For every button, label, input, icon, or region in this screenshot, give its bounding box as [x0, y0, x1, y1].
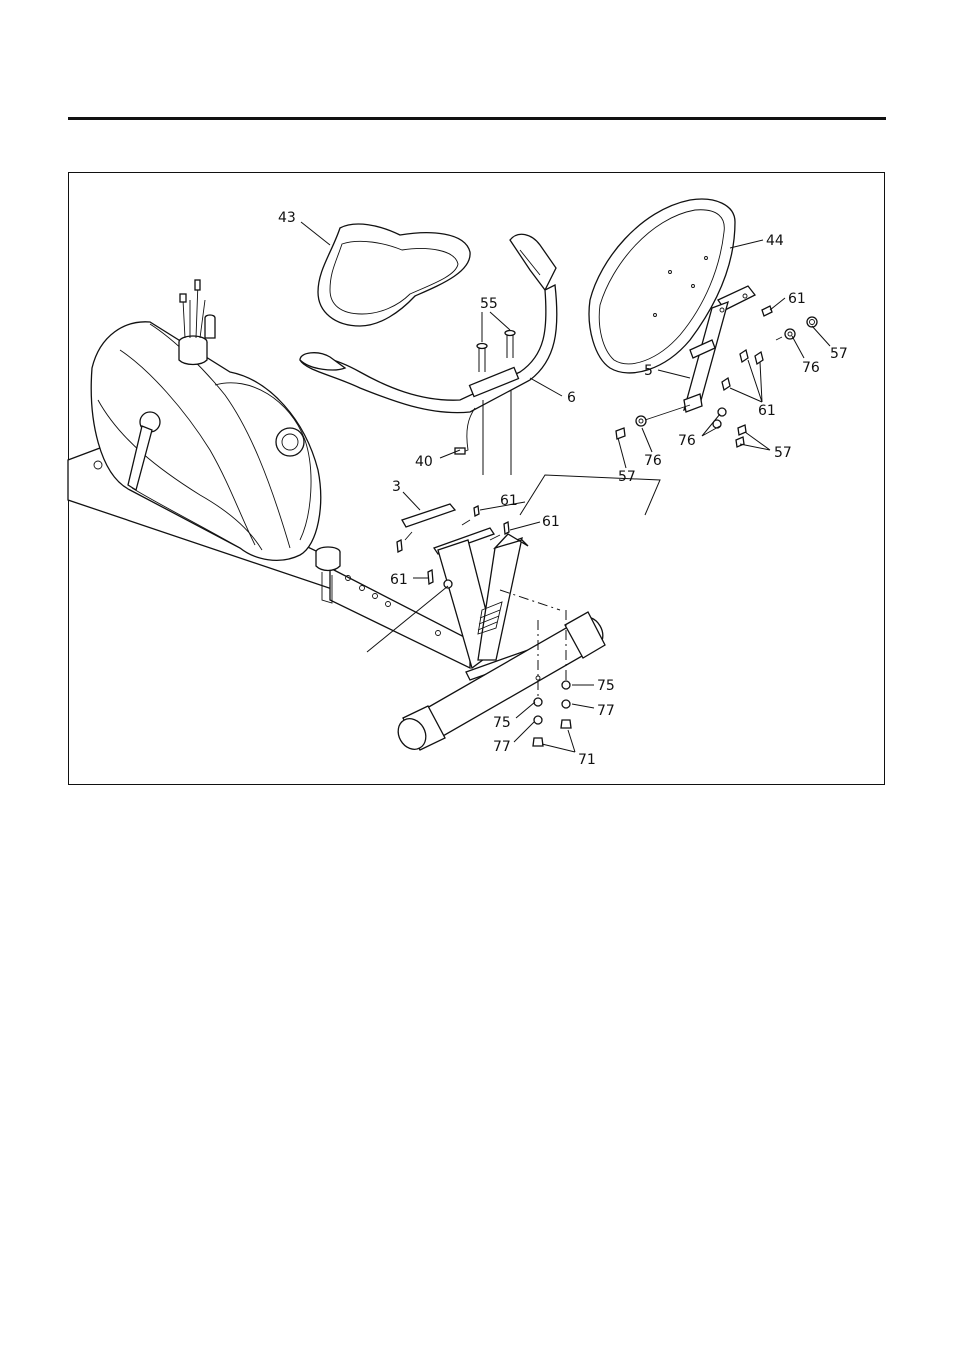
- label-76-right: 76: [802, 360, 820, 376]
- label-61-b: 61: [542, 514, 560, 530]
- label-55: 55: [480, 296, 498, 312]
- stabilizer-hardware: [533, 681, 571, 746]
- label-57-right: 57: [830, 346, 848, 362]
- label-61-a: 61: [500, 493, 518, 509]
- seat-cushion: [318, 224, 470, 326]
- label-71: 71: [578, 752, 596, 768]
- label-77-right: 77: [597, 703, 615, 719]
- label-75-left: 75: [493, 715, 511, 731]
- label-3: 3: [392, 479, 401, 495]
- label-43: 43: [278, 210, 296, 226]
- label-77-left: 77: [493, 739, 511, 755]
- label-61-bracket: 61: [758, 403, 776, 419]
- label-76-mid: 76: [678, 433, 696, 449]
- cable-40: [455, 408, 475, 454]
- bolts-55: [477, 331, 515, 373]
- label-6: 6: [567, 390, 576, 406]
- label-61-c: 61: [390, 572, 408, 588]
- label-40: 40: [415, 454, 433, 470]
- label-57-left: 57: [618, 469, 636, 485]
- label-57-mid: 57: [774, 445, 792, 461]
- label-76-left: 76: [644, 453, 662, 469]
- label-5: 5: [644, 363, 653, 379]
- console-mast-top: [179, 280, 215, 365]
- label-61-backrest: 61: [788, 291, 806, 307]
- label-44: 44: [766, 233, 784, 249]
- label-75-right: 75: [597, 678, 615, 694]
